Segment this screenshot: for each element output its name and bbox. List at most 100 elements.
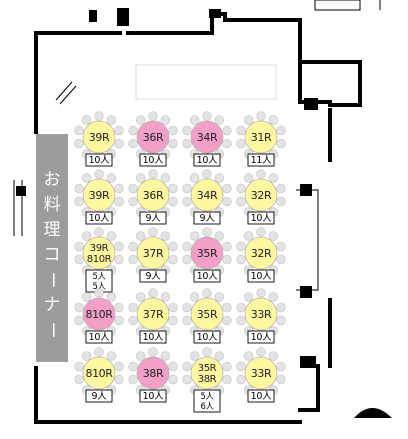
guest-count-box [139,330,167,344]
table-label: 35R [197,308,218,321]
chair [128,196,138,207]
chair [182,302,192,313]
table-label: 32R [251,189,272,202]
chair [222,125,232,136]
table-label: 34R [197,131,218,144]
chair [222,361,232,372]
guest-count-box [139,389,167,403]
table-label: 36R [143,131,164,144]
chair [236,241,246,252]
table-label: 32R [251,247,272,260]
table-label: 810R [85,367,113,380]
guest-count-box [193,153,221,167]
chair [148,111,158,121]
guest-count: 10人 [251,332,272,343]
chair [114,254,124,265]
top-right-line [359,0,381,10]
cooking-corner-box [36,134,68,362]
top-right-structure [210,12,302,35]
chair [214,231,225,241]
cooking-corner-char: ー [42,322,62,339]
walls [34,12,362,424]
chair [236,125,246,136]
guest-count-box [193,211,221,225]
chair [222,241,232,252]
chair [168,196,178,207]
chair [74,196,84,207]
chair [94,111,104,121]
guest-count: 10人 [197,271,218,282]
guest-count: 9人 [146,271,162,282]
cooking-corner-char: ー [42,272,62,289]
table-top [190,236,224,270]
chair [268,173,279,183]
chair [276,138,286,149]
chair [128,183,138,194]
table-top [82,356,116,390]
chair [128,315,138,326]
table-label: 36R [143,189,164,202]
chair [182,138,192,149]
chair [148,288,158,298]
table-top [244,356,278,390]
chair [222,254,232,265]
chair [214,115,225,125]
chair [128,254,138,265]
table-top [190,178,224,212]
chair [160,292,171,302]
table-top [136,236,170,270]
chair [243,115,254,125]
chair [168,315,178,326]
guest-count-box [193,389,221,413]
chair [114,302,124,313]
chair [189,173,200,183]
chair [214,292,225,302]
chair [268,351,279,361]
guest-count: 10人 [89,155,110,166]
chair [202,111,212,121]
table-label: 34R [197,189,218,202]
chair [74,254,84,265]
pillars [16,8,392,418]
table-label: 37R [143,247,164,260]
guest-count-box [139,153,167,167]
chair [106,173,117,183]
table-top [190,120,224,154]
guest-count: 11人 [251,155,272,166]
table-top [82,297,116,331]
chair [74,241,84,252]
guest-count: 10人 [143,332,164,343]
guest-count-box [85,389,113,403]
chair [276,315,286,326]
chair [182,125,192,136]
guest-count-box [247,269,275,283]
pillar-top-left [89,10,97,22]
chair [236,183,246,194]
table-label: 810R [87,254,112,265]
table-label: 33R [251,308,272,321]
chair [81,173,92,183]
chair [128,361,138,372]
chair [128,302,138,313]
chair [182,361,192,372]
chair [106,351,117,361]
guest-count: 5人 [92,282,106,292]
chair [135,351,146,361]
chair [276,241,286,252]
cooking-corner-char: コ [44,245,61,265]
table-top [136,356,170,390]
pillar-left-mid [16,186,26,196]
table-label: 37R [143,308,164,321]
chair [256,347,266,357]
chair [189,115,200,125]
chair [202,227,212,237]
chair [168,302,178,313]
right-room [298,60,362,107]
cooking-corner-char: 料 [44,195,61,215]
chair [74,125,84,136]
